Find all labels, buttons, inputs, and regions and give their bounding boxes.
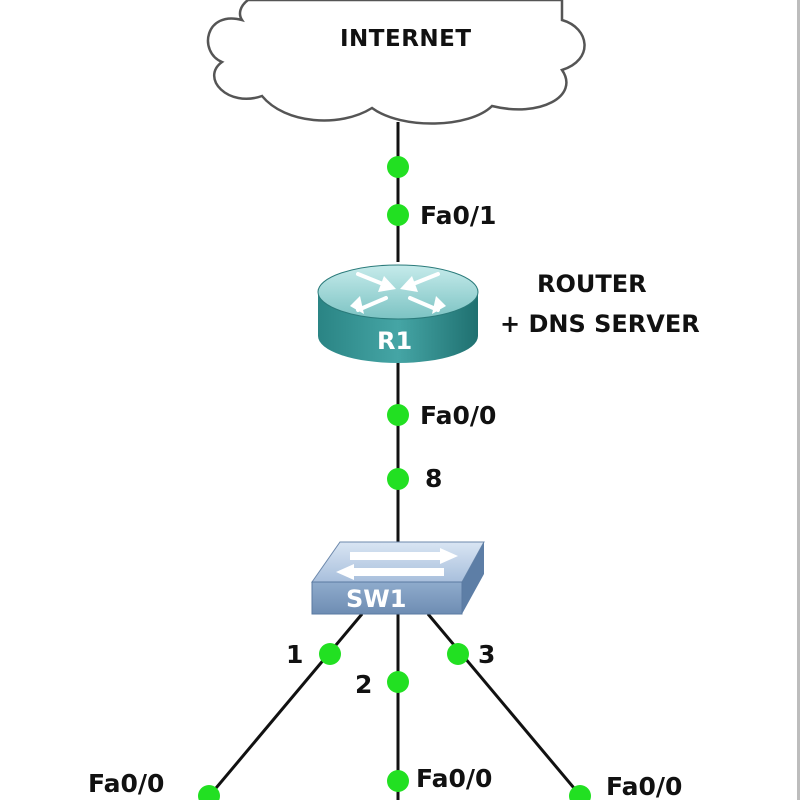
status-dot-host1: [198, 785, 220, 800]
host2-port-label: Fa0/0: [416, 764, 493, 793]
status-dot-internet: [387, 156, 409, 178]
status-dot-sw1-1: [319, 643, 341, 665]
link-status-dots: [198, 156, 591, 800]
sw1-uplink-port-label: 8: [425, 464, 443, 493]
status-dot-host3: [569, 785, 591, 800]
sw1-port1-label: 1: [286, 640, 304, 669]
host3-port-label: Fa0/0: [606, 772, 683, 801]
status-dot-sw1-2: [387, 671, 409, 693]
host1-port-label: Fa0/0: [88, 769, 165, 798]
r1-fa00-port-label: Fa0/0: [420, 401, 497, 430]
sw1-port2-label: 2: [355, 670, 373, 699]
router-arrows-icon: [350, 272, 446, 314]
router-name-label: R1: [377, 327, 413, 355]
status-dot-r1-fa01: [387, 204, 409, 226]
router-description-line2: + DNS SERVER: [500, 310, 700, 338]
image-border: [797, 0, 800, 800]
sw1-port3-label: 3: [478, 640, 496, 669]
link-sw1-host1: [204, 613, 364, 800]
status-dot-host2: [387, 770, 409, 792]
internet-cloud: [206, 0, 586, 125]
router-description-line1: ROUTER: [537, 270, 647, 298]
switch-name-label: SW1: [346, 585, 407, 613]
internet-cloud-label: INTERNET: [340, 26, 472, 52]
router-r1-icon[interactable]: [317, 264, 479, 363]
switch-arrows-icon: [336, 548, 458, 580]
switch-sw1-icon[interactable]: [311, 541, 485, 615]
r1-fa01-port-label: Fa0/1: [420, 201, 497, 230]
status-dot-sw1-8: [387, 468, 409, 490]
status-dot-r1-fa00: [387, 404, 409, 426]
status-dot-sw1-3: [447, 643, 469, 665]
